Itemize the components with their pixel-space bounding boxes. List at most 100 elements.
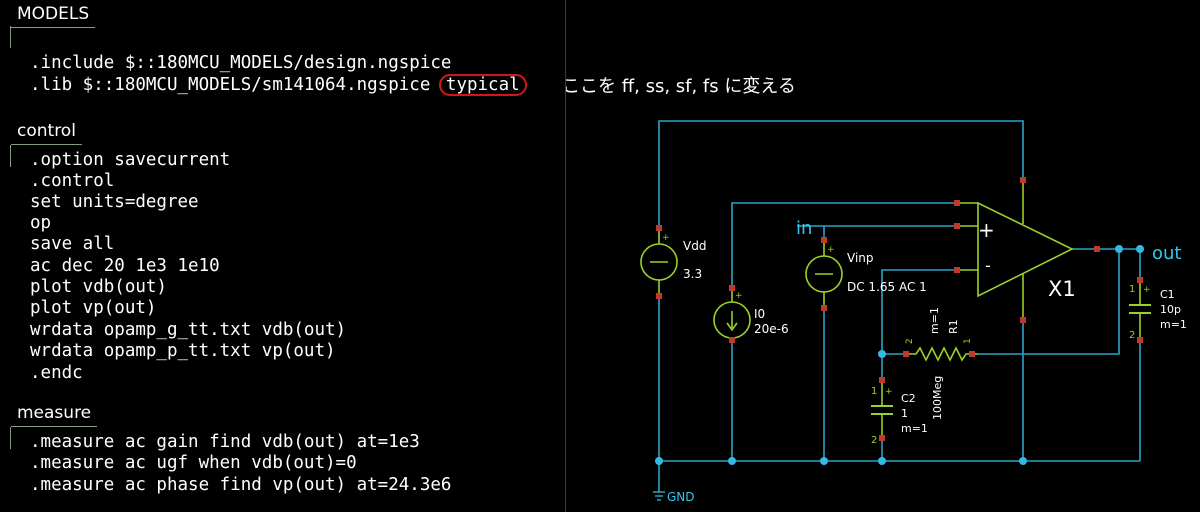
r1-value: 100Meg [931, 376, 944, 420]
c1-pin2-label: 2 [1129, 330, 1135, 341]
c1-plus-mark: + [1143, 285, 1151, 295]
net-label-out: out [1152, 243, 1181, 264]
code-line: set units=degree [30, 192, 199, 212]
junction-dot [728, 457, 736, 465]
gnd-symbol-icon [653, 491, 665, 501]
c1-value: 10p [1160, 303, 1181, 316]
junction-dot [1115, 245, 1123, 253]
models-block-title[interactable]: MODELS [11, 3, 96, 28]
code-line: ac dec 20 1e3 1e10 [30, 256, 220, 276]
annotation-text: ここを ff, ss, sf, fs に変える [562, 76, 796, 97]
i0-value: 20e-6 [754, 322, 789, 336]
vdd-plus-mark: + [662, 233, 670, 243]
c2-value: 1 [901, 407, 908, 420]
pin [1137, 337, 1143, 343]
code-line: .endc [30, 363, 83, 383]
r1-name: R1 [947, 319, 960, 334]
code-line-text: .lib $::180MCU_MODELS/sm141064.ngspice [30, 75, 441, 95]
wire-minus-input[interactable] [881, 269, 957, 354]
gnd-label: GND [667, 490, 695, 504]
junctions [655, 245, 1144, 465]
r1-mult: m=1 [928, 307, 941, 334]
opamp-name: X1 [1048, 277, 1076, 301]
pin [1020, 177, 1026, 183]
vinp-value: DC 1.65 AC 1 [847, 280, 927, 294]
code-line: .option savecurrent [30, 150, 231, 170]
highlighted-corner-text: typical [438, 74, 527, 96]
pin [969, 351, 975, 357]
resistor-icon [905, 346, 978, 362]
arrow-down-icon [726, 322, 738, 332]
c1-pin1-label: 1 [1129, 284, 1135, 295]
pin [1020, 317, 1026, 323]
pin [954, 200, 960, 206]
pin [1137, 277, 1143, 283]
vinp-source[interactable]: + [805, 237, 843, 311]
junction-dot [655, 457, 663, 465]
c2-mult: m=1 [901, 422, 928, 435]
code-pane: MODELS .include $::180MCU_MODELS/design.… [0, 0, 796, 512]
code-line: op [30, 213, 52, 233]
vdd-source[interactable]: + [640, 225, 678, 299]
i0-source[interactable]: + [713, 285, 751, 343]
code-line: .measure ac gain find vdb(out) at=1e3 [30, 432, 420, 452]
title-underline [11, 27, 96, 28]
models-title-text: MODELS [17, 4, 90, 24]
opamp-minus-label: - [985, 256, 991, 275]
code-line: save all [30, 234, 115, 254]
pin [879, 435, 885, 441]
c1-name: C1 [1160, 288, 1175, 301]
pin [879, 377, 885, 383]
block-bracket [10, 26, 11, 48]
vinp-plus-mark: + [827, 245, 835, 255]
pin [656, 293, 662, 299]
vdd-name: Vdd [683, 239, 706, 253]
c1-mult: m=1 [1160, 318, 1187, 331]
r1-resistor[interactable]: 2 1 [903, 338, 978, 362]
wire-bias[interactable] [731, 202, 957, 288]
net-label-in: in [796, 218, 812, 239]
pin [954, 223, 960, 229]
code-line: .measure ac phase find vp(out) at=24.3e6 [30, 475, 452, 495]
c2-capacitor[interactable]: 1 + 2 [871, 377, 893, 446]
block-bracket [10, 145, 11, 167]
c2-pin2-label: 2 [871, 435, 877, 446]
pin [954, 267, 960, 273]
opamp-triangle-icon [977, 201, 1074, 298]
pin [821, 305, 827, 311]
junction-dot [878, 350, 886, 358]
code-line: plot vdb(out) [30, 277, 167, 297]
i0-name: I0 [754, 307, 765, 321]
pin [1094, 246, 1100, 252]
c2-name: C2 [901, 392, 916, 405]
control-title-text: control [17, 121, 76, 141]
code-line: .measure ac ugf when vdb(out)=0 [30, 453, 357, 473]
code-line: wrdata opamp_p_tt.txt vp(out) [30, 341, 336, 361]
pin [729, 285, 735, 291]
opamp-plus-label: + [978, 218, 995, 242]
pin [903, 351, 909, 357]
pin [729, 337, 735, 343]
c1-capacitor[interactable]: 1 + 2 [1129, 277, 1151, 343]
i0-plus-mark: + [735, 291, 743, 301]
measure-title-text: measure [17, 403, 92, 423]
junction-dot [1019, 457, 1027, 465]
wire-vdd-top[interactable] [658, 120, 1024, 228]
opamp-x1[interactable]: + - [954, 177, 1100, 323]
r1-pin2-label: 2 [905, 338, 915, 344]
code-line: plot vp(out) [30, 298, 157, 318]
title-underline [11, 426, 98, 427]
pane-divider [565, 0, 566, 512]
junction-dot [1136, 245, 1144, 253]
junction-dot [820, 457, 828, 465]
c2-plus-mark: + [885, 387, 893, 397]
title-underline [11, 144, 82, 145]
measure-block-title[interactable]: measure [11, 402, 98, 427]
code-line: .include $::180MCU_MODELS/design.ngspice [30, 53, 452, 73]
control-block-title[interactable]: control [11, 120, 82, 145]
pin [656, 225, 662, 231]
vinp-name: Vinp [847, 251, 874, 265]
r1-pin1-label: 1 [963, 338, 973, 344]
wire-feedback[interactable] [978, 249, 1120, 355]
